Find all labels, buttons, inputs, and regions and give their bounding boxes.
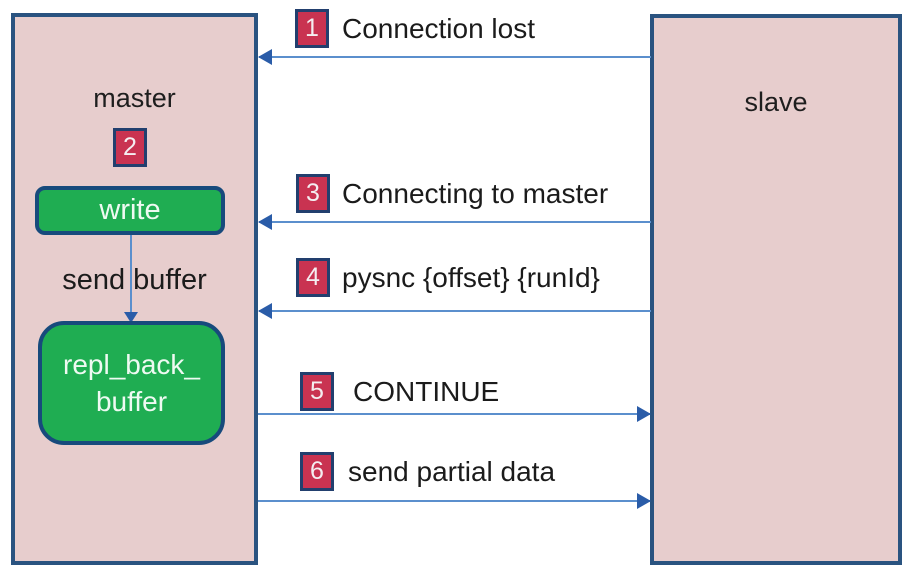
step-badge-3: 3: [296, 174, 330, 213]
write-box-label: write: [99, 194, 161, 226]
step-badge-4: 4: [296, 258, 330, 297]
message-label-pysnc: pysnc {offset} {runId}: [342, 262, 600, 293]
arrow-slave-to-master-4: [258, 303, 651, 319]
message-label-connecting-to-master: Connecting to master: [342, 178, 609, 209]
repl-back-buffer-line1: repl_back_: [63, 349, 200, 380]
arrow-slave-to-master-3: [258, 214, 651, 230]
arrow-master-to-slave-5: [258, 406, 651, 422]
message-label-send-partial-data: send partial data: [348, 456, 556, 487]
write-box: write: [35, 186, 225, 235]
arrow-slave-to-master-1: [258, 49, 651, 65]
master-node-label: master: [93, 83, 176, 113]
message-label-connection-lost: Connection lost: [342, 13, 536, 44]
step-badge-2: 2: [113, 128, 147, 167]
step-badge-5: 5: [300, 372, 334, 411]
slave-node-label: slave: [744, 87, 808, 117]
slave-node-box: [650, 14, 902, 565]
send-buffer-label: send buffer: [62, 264, 207, 296]
step-badge-6: 6: [300, 452, 334, 491]
repl-back-buffer-line2: buffer: [95, 386, 168, 417]
write-to-buffer-arrow: [124, 235, 138, 323]
message-label-continue: CONTINUE: [353, 376, 500, 407]
repl-back-buffer-box: repl_back_ buffer: [38, 321, 225, 445]
arrow-master-to-slave-6: [258, 493, 651, 509]
step-badge-1: 1: [295, 9, 329, 48]
master-node-box: [11, 13, 258, 565]
